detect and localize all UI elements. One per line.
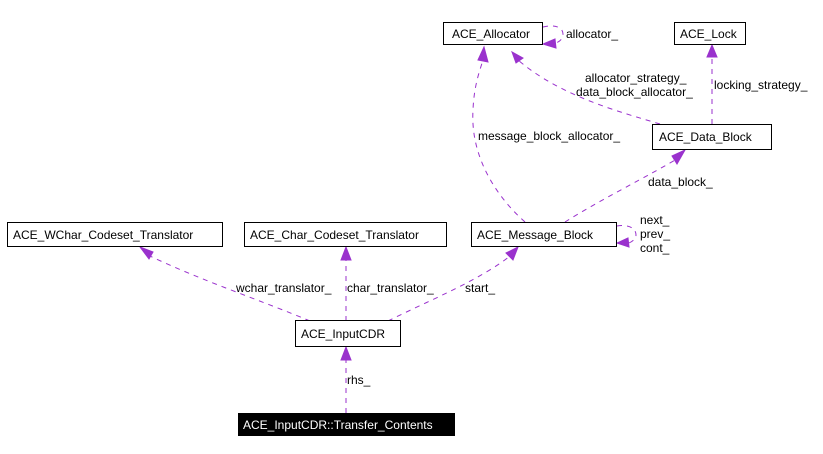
edge-input-cdr-to-wchar	[138, 245, 311, 322]
edge-data-block-to-lock	[706, 43, 718, 124]
edge-message-block-to-data-block	[564, 148, 687, 223]
edge-label-locking-strategy: locking_strategy_	[714, 78, 808, 92]
node-label: ACE_Data_Block	[659, 130, 753, 144]
node-label: ACE_Lock	[680, 27, 738, 41]
edge-message-block-self	[615, 225, 637, 248]
edge-input-cdr-to-char	[340, 245, 352, 321]
node-label: ACE_Char_Codeset_Translator	[250, 228, 419, 242]
edge-label-wchar-translator: wchar_translator_	[235, 281, 332, 295]
edge-label-message-block-allocator: message_block_allocator_	[478, 129, 620, 143]
edge-label-char-translator: char_translator_	[347, 281, 434, 295]
edge-message-block-to-allocator	[472, 45, 526, 223]
node-ace-wchar-codeset-translator[interactable]: ACE_WChar_Codeset_Translator	[7, 222, 223, 247]
edge-label-rhs: rhs_	[347, 373, 371, 387]
node-ace-input-cdr-transfer-contents[interactable]: ACE_InputCDR::Transfer_Contents	[238, 413, 455, 436]
node-ace-input-cdr[interactable]: ACE_InputCDR	[295, 320, 401, 347]
edge-data-block-to-allocator	[511, 50, 661, 125]
edge-label-data-block-allocator: data_block_allocator_	[576, 85, 693, 99]
node-ace-data-block[interactable]: ACE_Data_Block	[652, 124, 772, 150]
edge-label-data-block: data_block_	[648, 175, 713, 189]
node-label: ACE_Message_Block	[477, 228, 594, 242]
edge-label-allocator-strategy: allocator_strategy_	[585, 71, 687, 85]
node-ace-lock[interactable]: ACE_Lock	[674, 22, 746, 45]
edge-transfer-to-input-cdr	[340, 345, 352, 413]
edge-allocator-self	[541, 25, 564, 49]
node-label: ACE_InputCDR	[301, 327, 385, 341]
node-ace-char-codeset-translator[interactable]: ACE_Char_Codeset_Translator	[244, 222, 447, 247]
edge-label-next: next_	[640, 213, 670, 227]
edge-label-prev: prev_	[640, 227, 670, 241]
node-ace-message-block[interactable]: ACE_Message_Block	[471, 222, 617, 247]
edge-input-cdr-to-message-block	[387, 245, 519, 322]
node-label: ACE_Allocator	[452, 27, 530, 41]
node-label: ACE_InputCDR::Transfer_Contents	[243, 418, 433, 432]
edge-label-allocator: allocator_	[566, 27, 618, 41]
node-ace-allocator[interactable]: ACE_Allocator	[443, 22, 543, 45]
node-label: ACE_WChar_Codeset_Translator	[13, 228, 193, 242]
edge-label-cont: cont_	[640, 241, 670, 255]
edge-label-start: start_	[465, 281, 495, 295]
